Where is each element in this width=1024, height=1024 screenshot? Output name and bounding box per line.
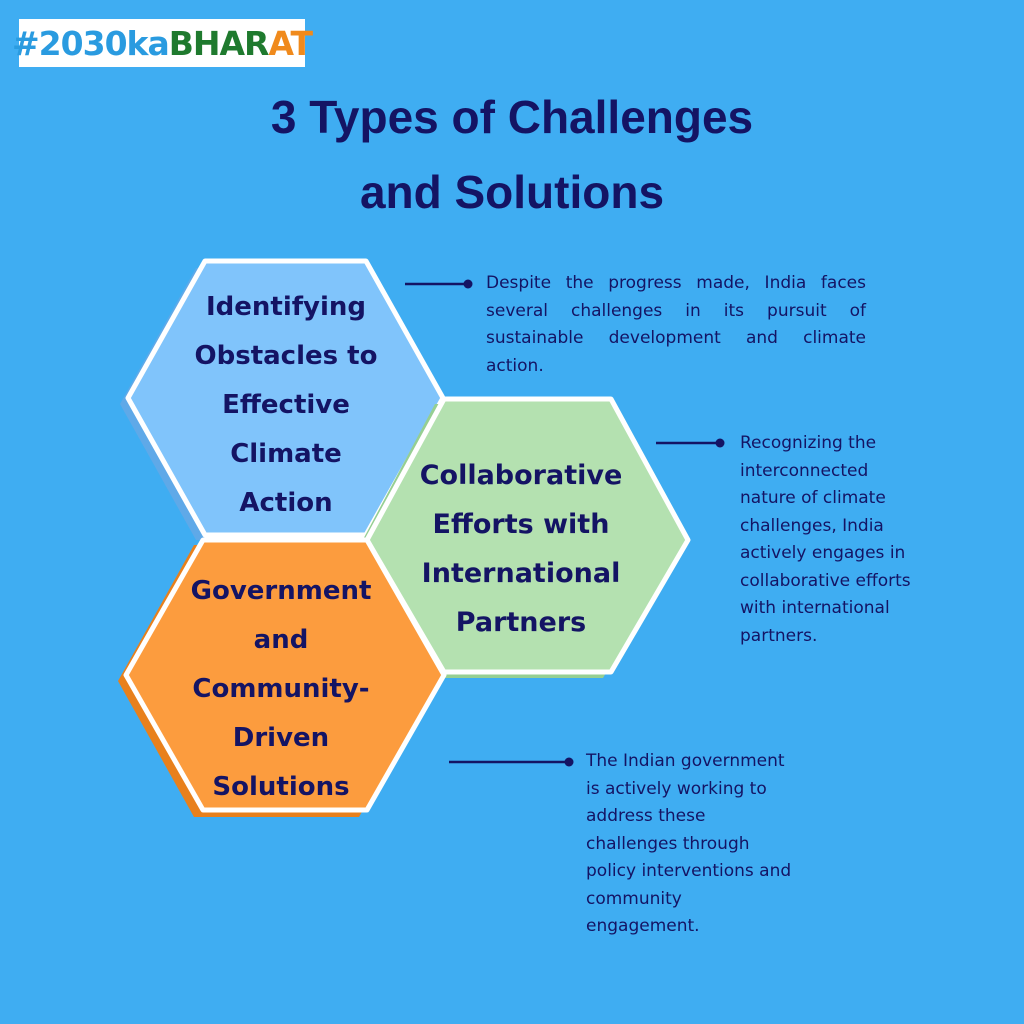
label-line: Partners bbox=[455, 607, 587, 638]
description-line: address these bbox=[586, 806, 706, 826]
description-line: community bbox=[586, 888, 682, 909]
description-line: actively engages in bbox=[740, 543, 906, 563]
description-line: with international bbox=[740, 598, 890, 618]
label-line: Community- bbox=[192, 674, 370, 704]
description-line: partners. bbox=[740, 625, 818, 646]
connector-3-dot bbox=[564, 757, 574, 767]
description-line: collaborative efforts bbox=[740, 570, 911, 591]
label-line: Solutions bbox=[212, 772, 350, 802]
connector-3 bbox=[449, 757, 574, 767]
label-line: Effective bbox=[222, 390, 350, 420]
description-line: nature of climate bbox=[740, 488, 886, 508]
brand-orange-part: AT bbox=[268, 23, 312, 63]
hexagon-obstacles-label: Identifying Obstacles to Effective Clima… bbox=[170, 283, 402, 528]
description-line: challenges, India bbox=[740, 515, 884, 536]
connector-2-dot bbox=[715, 438, 725, 448]
description-challenges: Despite the progress made, India faces s… bbox=[486, 273, 866, 376]
label-line: Efforts with bbox=[432, 509, 610, 540]
description-line: engagement. bbox=[586, 916, 700, 936]
page-title: 3 Types of Challenges and Solutions bbox=[150, 80, 874, 230]
description-collaboration: Recognizing the interconnected nature of… bbox=[740, 430, 945, 650]
connector-2 bbox=[656, 438, 725, 448]
description-government: The Indian government is actively workin… bbox=[586, 748, 831, 941]
label-line: Collaborative bbox=[419, 460, 623, 491]
hexagon-government-shape bbox=[123, 537, 447, 813]
label-line: Obstacles to bbox=[194, 341, 378, 371]
label-line: Climate bbox=[230, 439, 342, 469]
description-line: is actively working to bbox=[586, 778, 767, 799]
title-line-1: 3 Types of Challenges bbox=[270, 91, 754, 143]
hexagon-collaborative-label: Collaborative Efforts with International… bbox=[400, 451, 642, 647]
description-line: challenges through bbox=[586, 833, 750, 854]
description-line: policy interventions and bbox=[586, 861, 792, 881]
hexagon-collaborative bbox=[359, 396, 691, 678]
hexagon-government bbox=[118, 537, 447, 817]
label-line: Government bbox=[190, 576, 372, 606]
connector-1 bbox=[405, 279, 473, 289]
description-line: The Indian government bbox=[586, 751, 785, 771]
description-line: interconnected bbox=[740, 460, 869, 481]
label-line: Identifying bbox=[205, 292, 367, 322]
title-line-2: and Solutions bbox=[359, 166, 665, 218]
brand-hashtag: #2030ka bbox=[12, 23, 170, 63]
label-line: and bbox=[253, 625, 309, 655]
brand-green-part: BHAR bbox=[168, 23, 270, 63]
description-line: Recognizing the bbox=[740, 433, 877, 453]
connector-1-dot bbox=[463, 279, 473, 289]
hexagon-government-label: Government and Community- Driven Solutio… bbox=[165, 567, 397, 812]
label-line: International bbox=[421, 558, 621, 589]
label-line: Driven bbox=[232, 723, 330, 753]
label-line: Action bbox=[239, 488, 333, 518]
